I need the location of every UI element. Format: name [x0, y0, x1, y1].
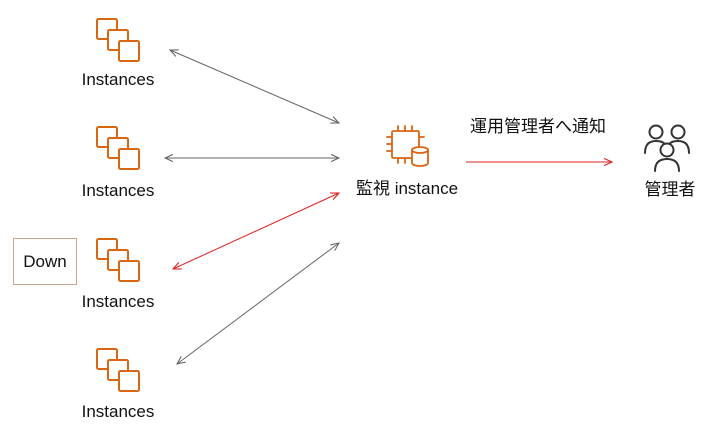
ec2-instances-icon-3	[96, 238, 140, 282]
ec2-instance-with-db-icon	[386, 125, 429, 167]
instance-label-4: Instances	[81, 402, 155, 421]
connector-instance-3-alert	[173, 193, 339, 269]
instance-label-3: Instances	[81, 292, 155, 311]
connector-instance-1	[170, 50, 339, 123]
connector-instance-4	[177, 243, 339, 364]
ec2-instances-icon-1	[96, 18, 140, 62]
notify-label: 運用管理者へ通知	[470, 117, 606, 136]
ec2-instances-icon-2	[96, 126, 140, 170]
down-status-label: Down	[23, 251, 67, 271]
users-group-icon	[644, 124, 690, 172]
monitor-instance-label: 監視 instance	[355, 179, 459, 198]
ec2-instances-icon-4	[96, 348, 140, 392]
admin-label: 管理者	[644, 180, 696, 199]
instance-label-2: Instances	[81, 181, 155, 200]
down-status-box: Down	[13, 238, 77, 285]
instance-label-1: Instances	[81, 70, 155, 89]
